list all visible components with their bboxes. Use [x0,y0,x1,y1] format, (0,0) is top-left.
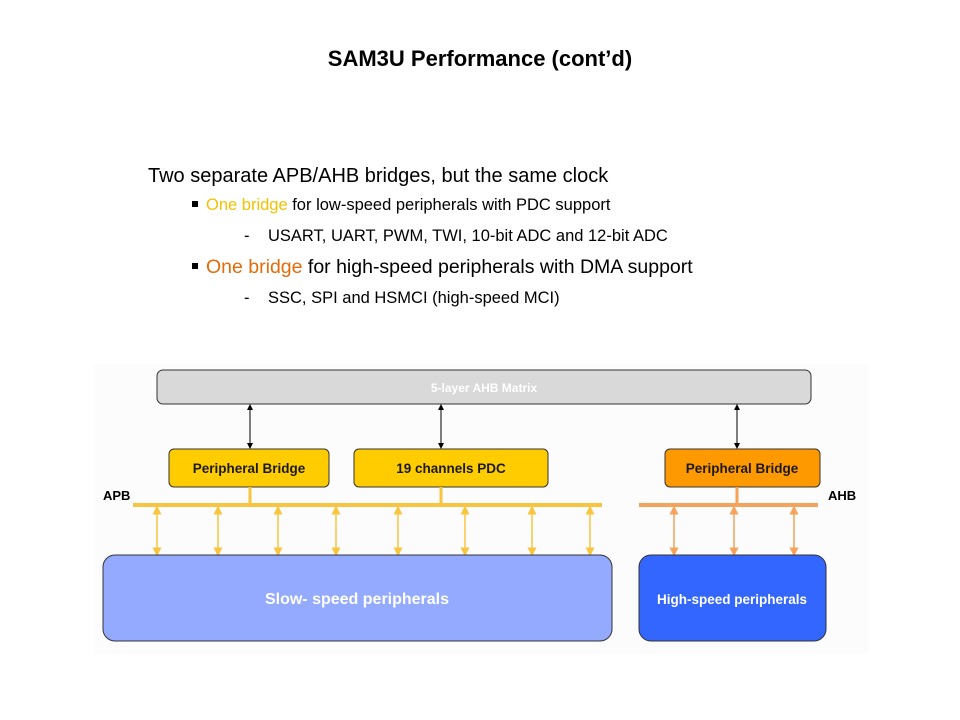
bullet-low-speed: One bridge for low-speed peripherals wit… [192,190,693,220]
dash-icon: - [244,289,250,307]
pdc-box [353,448,549,488]
pdc-label: 19 channels PDC [396,461,506,476]
bullet-list: Two separate APB/AHB bridges, but the sa… [148,162,693,314]
highlight-text: One bridge [206,256,303,278]
slow-peripherals-box [102,554,613,642]
apb-bridge-label: Peripheral Bridge [193,461,306,476]
bullet-text: for low-speed peripherals with PDC suppo… [287,196,611,214]
bullet-main: Two separate APB/AHB bridges, but the sa… [148,165,609,187]
slide-title: SAM3U Performance (cont’d) [327,46,633,71]
bullet-square-icon [192,200,198,207]
bullet-low-speed-detail: -USART, UART, PWM, TWI, 10-bit ADC and 1… [244,220,693,252]
ahb-bridge-box [664,448,821,488]
ahb-bus-label: AHB [828,488,856,503]
slow-peripherals-label: Slow- speed peripherals [265,591,449,608]
apb-bus-label: APB [103,488,130,503]
ahb-matrix-label: 5-layer AHB Matrix [431,381,538,395]
bus-diagram: 5-layer AHB Matrix Peripheral Bridge 19 … [94,364,868,654]
dash-icon: - [244,227,250,245]
bullet-square-icon [192,262,198,269]
ahb-bridge-label: Peripheral Bridge [686,461,799,476]
detail-text: USART, UART, PWM, TWI, 10-bit ADC and 12… [268,227,668,245]
apb-arrows [152,505,595,557]
detail-text: SSC, SPI and HSMCI (high-speed MCI) [268,289,560,307]
bullet-high-speed-detail: -SSC, SPI and HSMCI (high-speed MCI) [244,282,693,314]
ahb-matrix-box [156,369,812,405]
ahb-arrows [669,505,799,557]
fast-peripherals-box [638,554,827,642]
bullet-text: for high-speed peripherals with DMA supp… [302,256,693,278]
highlight-text: One bridge [206,196,288,214]
fast-peripherals-label: High-speed peripherals [657,592,807,607]
bullet-high-speed: One bridge for high-speed peripherals wi… [192,252,693,282]
